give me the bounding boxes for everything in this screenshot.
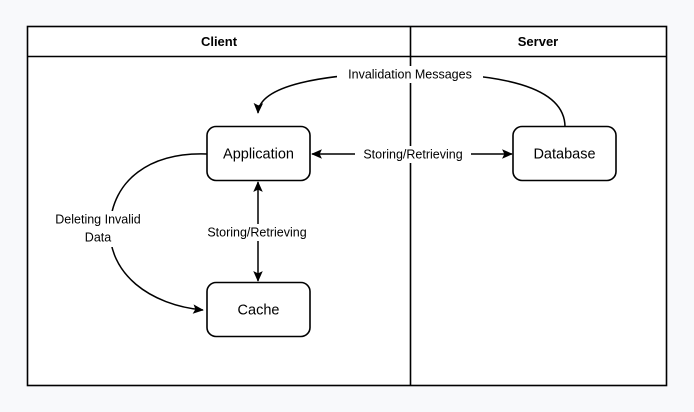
lane-header-server: Server <box>518 34 558 49</box>
node-cache-label: Cache <box>238 302 280 318</box>
lane-header-client: Client <box>201 34 238 49</box>
swimlane-frame <box>26 25 668 387</box>
edge-app-cache-label: Storing/Retrieving <box>207 225 306 239</box>
edge-app-database-label: Storing/Retrieving <box>363 147 462 161</box>
edge-invalidation-messages: Invalidation Messages <box>253 66 566 128</box>
frame-outline <box>26 25 668 387</box>
edge-deleting-invalid-data-label-line1: Deleting Invalid <box>55 212 141 226</box>
edge-app-cache: Storing/Retrieving <box>199 181 316 282</box>
node-application-label: Application <box>223 146 294 162</box>
edge-deleting-invalid-data-label-bg <box>43 211 153 247</box>
edge-invalidation-label-bg <box>337 66 483 83</box>
node-database[interactable]: Database <box>512 125 617 182</box>
node-cache-box[interactable] <box>206 281 311 338</box>
node-application[interactable]: Application <box>206 125 311 182</box>
node-database-box[interactable] <box>512 125 617 182</box>
edge-app-cache-label-bg <box>199 224 316 241</box>
node-cache[interactable]: Cache <box>206 281 311 338</box>
lane-title-client: Client <box>201 34 238 49</box>
edge-app-database: Storing/Retrieving <box>311 146 513 163</box>
edge-invalidation-label: Invalidation Messages <box>348 67 472 81</box>
lane-title-server: Server <box>518 34 558 49</box>
edge-deleting-invalid-data: Deleting Invalid Data <box>43 153 208 314</box>
edge-deleting-invalid-data-label-line2: Data <box>85 230 111 244</box>
edge-app-database-label-bg <box>355 146 471 163</box>
node-application-box[interactable] <box>206 125 311 182</box>
node-database-label: Database <box>533 146 595 162</box>
